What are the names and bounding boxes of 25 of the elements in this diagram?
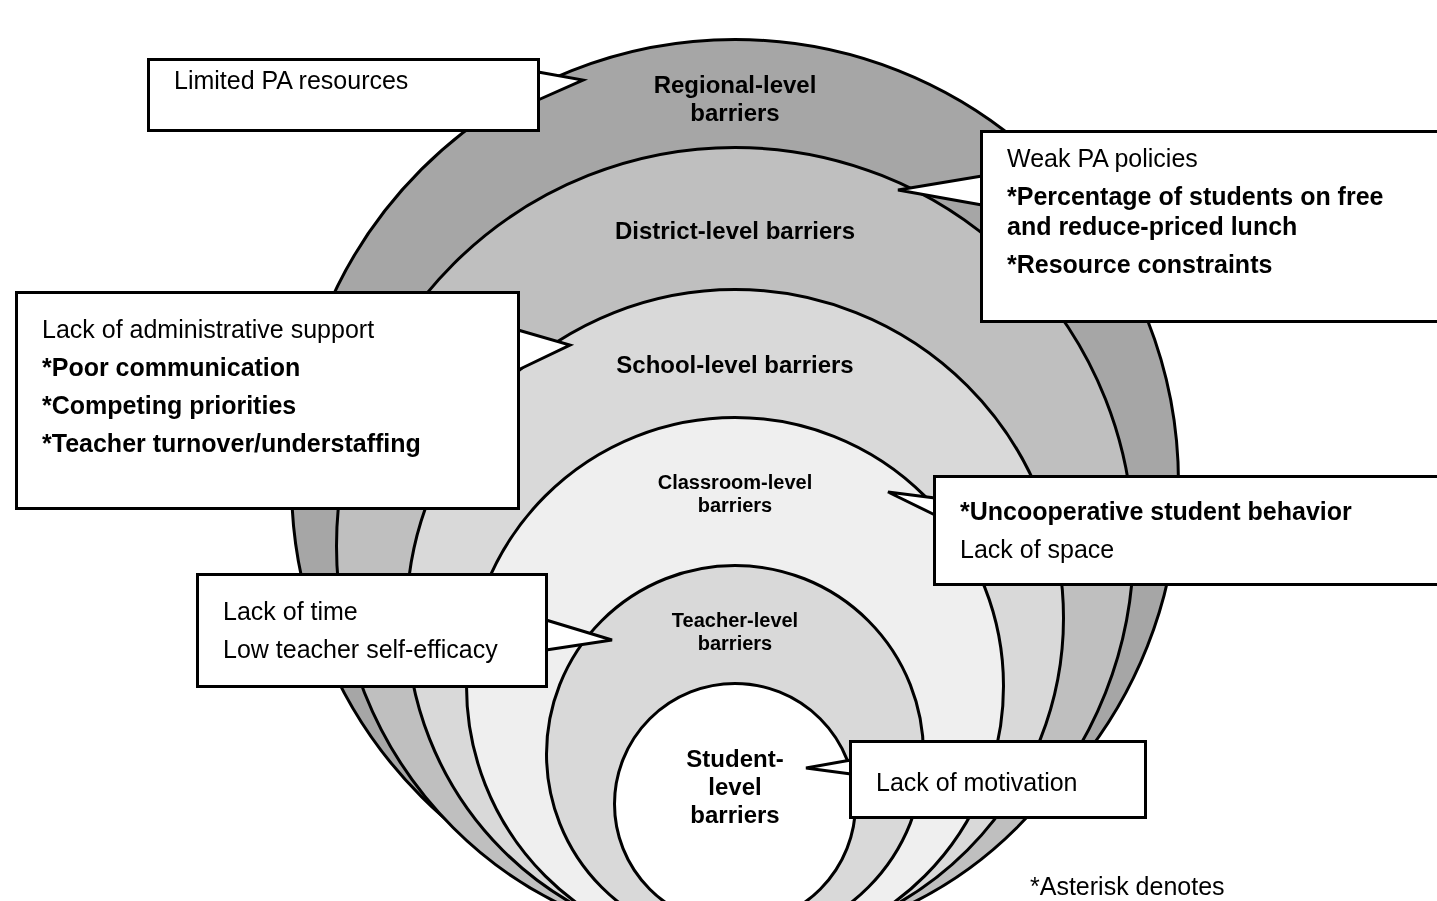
barrier-text: *Poor communication — [42, 352, 302, 382]
level-title: School-level barriers — [615, 351, 855, 379]
level-title: Teacher-level barriers — [670, 609, 800, 655]
barrier-text: Lack of administrative support — [42, 314, 376, 344]
barrier-text: *Percentage of students on free and reduce-priced lunch — [1007, 181, 1385, 241]
barrier-text: Low teacher self-efficacy — [223, 634, 499, 664]
footnote: *Asterisk denotes — [1030, 872, 1225, 901]
barrier-text: *Teacher turnover/understaffing — [42, 428, 422, 458]
level-title: Classroom-level barriers — [656, 471, 814, 517]
barrier-text: Limited PA resources — [174, 65, 410, 95]
level-title: Student-level barriers — [685, 745, 785, 829]
barrier-text: Lack of space — [960, 534, 1116, 564]
callout-box — [147, 58, 540, 132]
level-title: Regional-level barriers — [652, 71, 818, 127]
barrier-text: Lack of time — [223, 596, 359, 626]
barrier-text: Weak PA policies — [1007, 143, 1199, 173]
barrier-text: *Competing priorities — [42, 390, 298, 420]
barrier-text: *Uncooperative student behavior — [960, 496, 1353, 526]
barrier-text: *Resource constraints — [1007, 249, 1274, 279]
barrier-text: Lack of motivation — [876, 767, 1079, 797]
callout-box — [933, 475, 1437, 586]
callout-box — [980, 130, 1437, 323]
level-title: District-level barriers — [613, 217, 857, 245]
callout-box — [15, 291, 520, 510]
callout-box — [196, 573, 548, 688]
